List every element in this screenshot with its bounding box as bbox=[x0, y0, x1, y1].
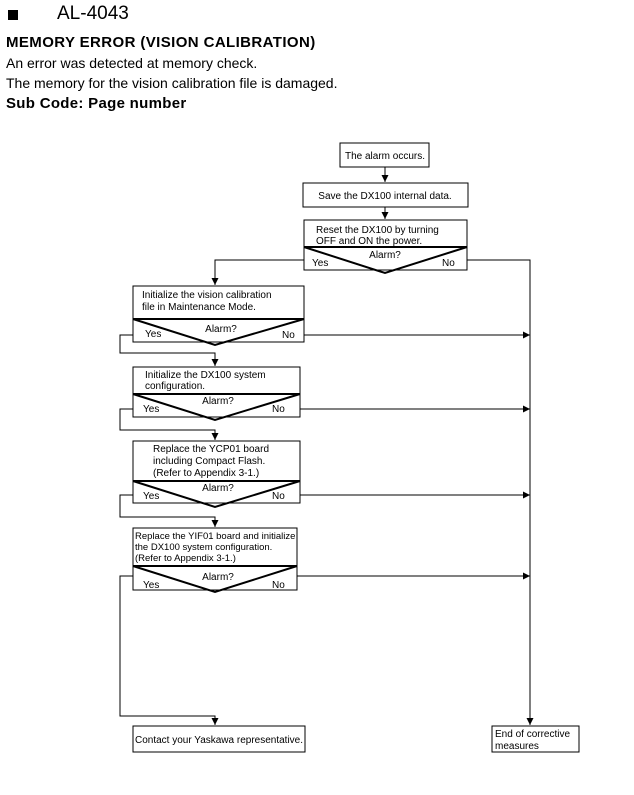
step3-no-label: No bbox=[272, 491, 285, 502]
step1-yes-label: Yes bbox=[145, 329, 161, 340]
step2-label-line-2: configuration. bbox=[145, 381, 205, 392]
contact-label: Contact your Yaskawa representative. bbox=[135, 735, 303, 746]
description-line-1: An error was detected at memory check. bbox=[6, 55, 258, 71]
step1-label-line-2: file in Maintenance Mode. bbox=[142, 302, 256, 313]
reset-no-label: No bbox=[442, 258, 455, 269]
step2-yes-label: Yes bbox=[143, 404, 159, 415]
step2-no-label: No bbox=[272, 404, 285, 415]
step4-decision-box: Replace the YIF01 board and initialize t… bbox=[132, 527, 298, 594]
step1-decision-label: Alarm? bbox=[205, 324, 237, 335]
reset-label-line-2: OFF and ON the power. bbox=[316, 236, 422, 247]
step4-yes-label: Yes bbox=[143, 580, 159, 591]
reset-decision-label: Alarm? bbox=[369, 250, 401, 261]
start-label: The alarm occurs. bbox=[345, 151, 425, 162]
step3-decision-label: Alarm? bbox=[202, 483, 234, 494]
end-label-line-1: End of corrective bbox=[495, 729, 570, 740]
save-data-label: Save the DX100 internal data. bbox=[318, 191, 451, 202]
step1-label-line-1: Initialize the vision calibration bbox=[142, 290, 272, 301]
step4-no-label: No bbox=[272, 580, 285, 591]
flow-connectors bbox=[119, 167, 534, 725]
step2-decision-label: Alarm? bbox=[202, 396, 234, 407]
step4-label-line-2: the DX100 system configuration. bbox=[135, 542, 272, 553]
save-data-box: Save the DX100 internal data. bbox=[302, 182, 469, 208]
step2-label-line-1: Initialize the DX100 system bbox=[145, 370, 266, 381]
alarm-title: MEMORY ERROR (VISION CALIBRATION) bbox=[6, 34, 316, 51]
step1-no-label: No bbox=[282, 330, 295, 341]
step3-decision-box: Replace the YCP01 board including Compac… bbox=[132, 440, 301, 509]
description-line-2: The memory for the vision calibration fi… bbox=[6, 75, 338, 91]
sub-code: Sub Code: Page number bbox=[6, 95, 187, 112]
alarm-code: AL-4043 bbox=[57, 3, 129, 24]
reset-label-line-1: Reset the DX100 by turning bbox=[316, 225, 439, 236]
end-box: End of corrective measures bbox=[491, 725, 580, 753]
section-bullet bbox=[8, 10, 18, 20]
step4-decision-label: Alarm? bbox=[202, 572, 234, 583]
start-box: The alarm occurs. bbox=[339, 142, 430, 168]
step1-decision-box: Initialize the vision calibration file i… bbox=[132, 285, 305, 347]
step3-label-line-2: including Compact Flash. bbox=[153, 456, 265, 467]
step3-yes-label: Yes bbox=[143, 491, 159, 502]
step4-label-line-1: Replace the YIF01 board and initialize bbox=[135, 531, 295, 542]
step4-label-line-3: (Refer to Appendix 3-1.) bbox=[135, 553, 236, 564]
step3-label-line-3: (Refer to Appendix 3-1.) bbox=[153, 468, 259, 479]
end-label-line-2: measures bbox=[495, 741, 539, 752]
reset-yes-label: Yes bbox=[312, 258, 328, 269]
contact-box: Contact your Yaskawa representative. bbox=[132, 725, 306, 753]
step3-label-line-1: Replace the YCP01 board bbox=[153, 444, 269, 455]
reset-decision-box: Reset the DX100 by turning OFF and ON th… bbox=[303, 219, 468, 275]
step2-decision-box: Initialize the DX100 system configuratio… bbox=[132, 366, 301, 422]
